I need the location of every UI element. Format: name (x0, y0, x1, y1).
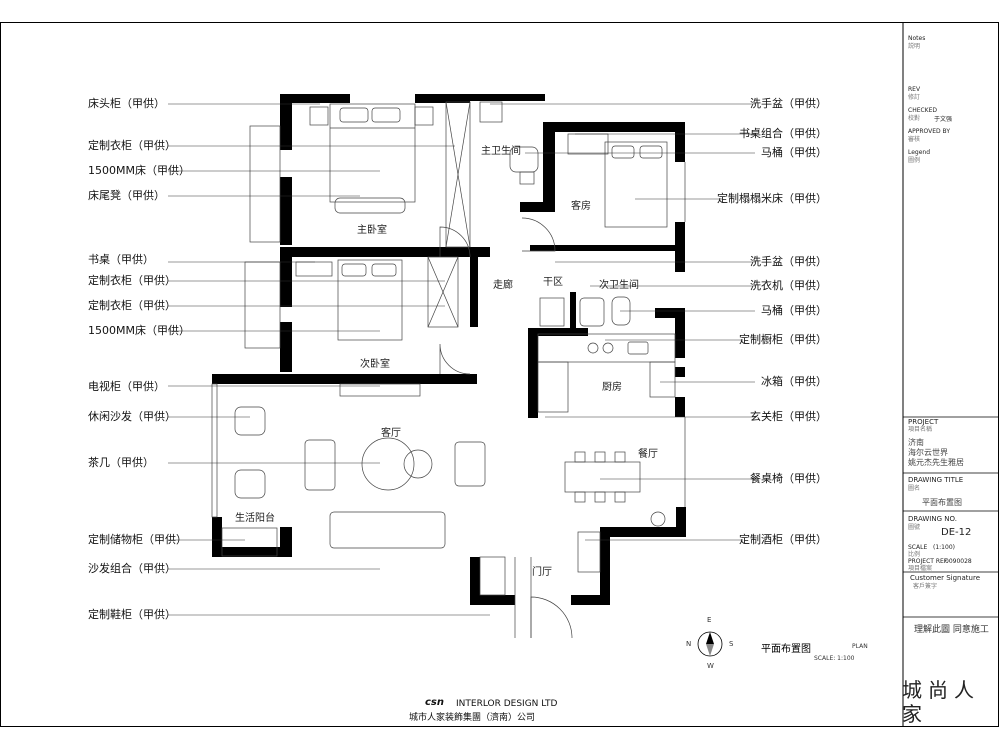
room-guest: 客房 (571, 201, 591, 212)
room-second-bath: 次卫生间 (599, 280, 639, 291)
callout-left-12: 定制储物柜（甲供） (88, 533, 187, 546)
tb-project-label: PROJECT (908, 418, 939, 426)
tb-checked-sub: 校對 (908, 115, 921, 122)
callout-right-7: 马桶（甲供） (761, 304, 827, 317)
callout-left-2: 定制衣柜（甲供） (88, 139, 176, 152)
footer-brand-mark: csn (425, 697, 444, 708)
tb-rev-label: REV (908, 86, 921, 93)
sheet-border (0, 22, 999, 727)
callout-left-5: 书桌（甲供） (88, 253, 154, 266)
callout-left-4: 床尾凳（甲供） (88, 189, 165, 202)
callout-right-11: 餐桌椅（甲供） (750, 472, 827, 485)
tb-agree-text: 理解此圖 同意施工 (914, 625, 989, 635)
callout-right-12: 定制酒柜（甲供） (739, 533, 827, 546)
callout-left-10: 休闲沙发（甲供） (88, 410, 176, 423)
tb-drawing-title-sub: 圖名 (908, 485, 921, 492)
title-block-lines (903, 416, 999, 618)
callout-left-8: 1500MM床（甲供） (88, 324, 190, 337)
tb-project-line-3: 姚元杰先生雅居 (908, 458, 964, 467)
outline-lines (211, 101, 686, 639)
tb-legend-label: Legend (908, 149, 931, 156)
tb-customer-sig-label: Customer Signature (910, 574, 980, 582)
drawing-frame (0, 22, 999, 728)
tb-notes-label: Notes (908, 35, 926, 42)
callout-right-2: 书桌组合（甲供） (739, 127, 827, 140)
floor-plan-drawing (0, 22, 999, 727)
seal-calligraphy: 城尚人家 (902, 678, 980, 726)
compass-s: S (729, 640, 734, 648)
compass-w: W (707, 662, 714, 670)
room-master-bath: 主卫生间 (481, 146, 521, 157)
tb-scale-sub: 比例 (908, 551, 921, 558)
callout-right-1: 洗手盆（甲供） (750, 97, 827, 110)
walls (212, 94, 686, 605)
room-dining: 餐厅 (638, 449, 658, 460)
tb-customer-sig-sub: 客戶簽字 (913, 583, 938, 590)
footer-company-cn: 城市人家装飾集團（濟南）公司 (409, 713, 536, 723)
tb-project-sub: 項目名稱 (908, 426, 933, 433)
tb-approved-label: APPROVED BY (908, 128, 951, 135)
footer-company-en: INTERLOR DESIGN LTD (456, 699, 558, 709)
plan-title: 平面布置图 (761, 644, 811, 655)
tb-scale-value: (1:100) (933, 544, 955, 551)
tb-checked-name: 于文强 (934, 116, 953, 123)
callout-right-4: 定制榻榻米床（甲供） (717, 192, 827, 205)
tb-project-ref-sub: 項目檔案 (908, 565, 933, 572)
room-kitchen: 厨房 (602, 382, 622, 393)
compass-icon (697, 631, 723, 657)
callout-right-10: 玄关柜（甲供） (750, 410, 827, 423)
callout-right-6: 洗衣机（甲供） (750, 279, 827, 292)
tb-project-ref-label: PROJECT REF. (908, 558, 949, 565)
tb-rev-sub: 修訂 (908, 94, 921, 101)
callout-left-3: 1500MM床（甲供） (88, 164, 190, 177)
tb-approved-sub: 審核 (908, 136, 921, 143)
room-living: 客厅 (381, 428, 401, 439)
tb-project-line-1: 济南 (908, 438, 924, 447)
room-corridor: 走廊 (493, 280, 513, 291)
room-balcony: 生活阳台 (235, 513, 275, 524)
tb-drawing-no: DE-12 (941, 527, 972, 538)
room-dry-area: 干区 (543, 277, 563, 288)
callout-right-5: 洗手盆（甲供） (750, 255, 827, 268)
plan-title-en: PLAN (852, 643, 868, 650)
leader-lines-right (490, 103, 755, 541)
tb-drawing-title: 平面布置图 (922, 498, 962, 507)
tb-drawing-no-sub: 圖號 (908, 524, 921, 531)
callout-right-3: 马桶（甲供） (761, 146, 827, 159)
callout-right-8: 定制橱柜（甲供） (739, 333, 827, 346)
tb-project-line-2: 海尔云世界 (908, 448, 948, 457)
callout-right-9: 冰箱（甲供） (761, 375, 827, 388)
compass-e: E (707, 616, 712, 624)
callout-left-9: 电视柜（甲供） (88, 380, 165, 393)
room-master-bedroom: 主卧室 (357, 225, 387, 236)
tb-drawing-title-label: DRAWING TITLE (908, 476, 964, 484)
callout-left-11: 茶几（甲供） (88, 456, 154, 469)
callout-left-14: 定制鞋柜（甲供） (88, 608, 176, 621)
callout-left-6: 定制衣柜（甲供） (88, 274, 176, 287)
callout-left-7: 定制衣柜（甲供） (88, 299, 176, 312)
leader-lines-left (168, 103, 490, 616)
compass-n: N (686, 640, 692, 648)
tb-scale-label: SCALE (908, 544, 928, 551)
tb-checked-label: CHECKED (908, 107, 938, 114)
tb-notes-sub: 説明 (908, 43, 921, 50)
room-foyer: 门厅 (532, 567, 552, 578)
callout-left-13: 沙发组合（甲供） (88, 562, 176, 575)
room-second-bedroom: 次卧室 (360, 359, 390, 370)
plan-scale: SCALE: 1:100 (814, 655, 855, 662)
callout-left-1: 床头柜（甲供） (88, 97, 165, 110)
tb-project-ref-value: 0090028 (945, 558, 972, 565)
tb-drawing-no-label: DRAWING NO. (908, 515, 957, 523)
tb-legend-sub: 圖例 (908, 157, 921, 164)
